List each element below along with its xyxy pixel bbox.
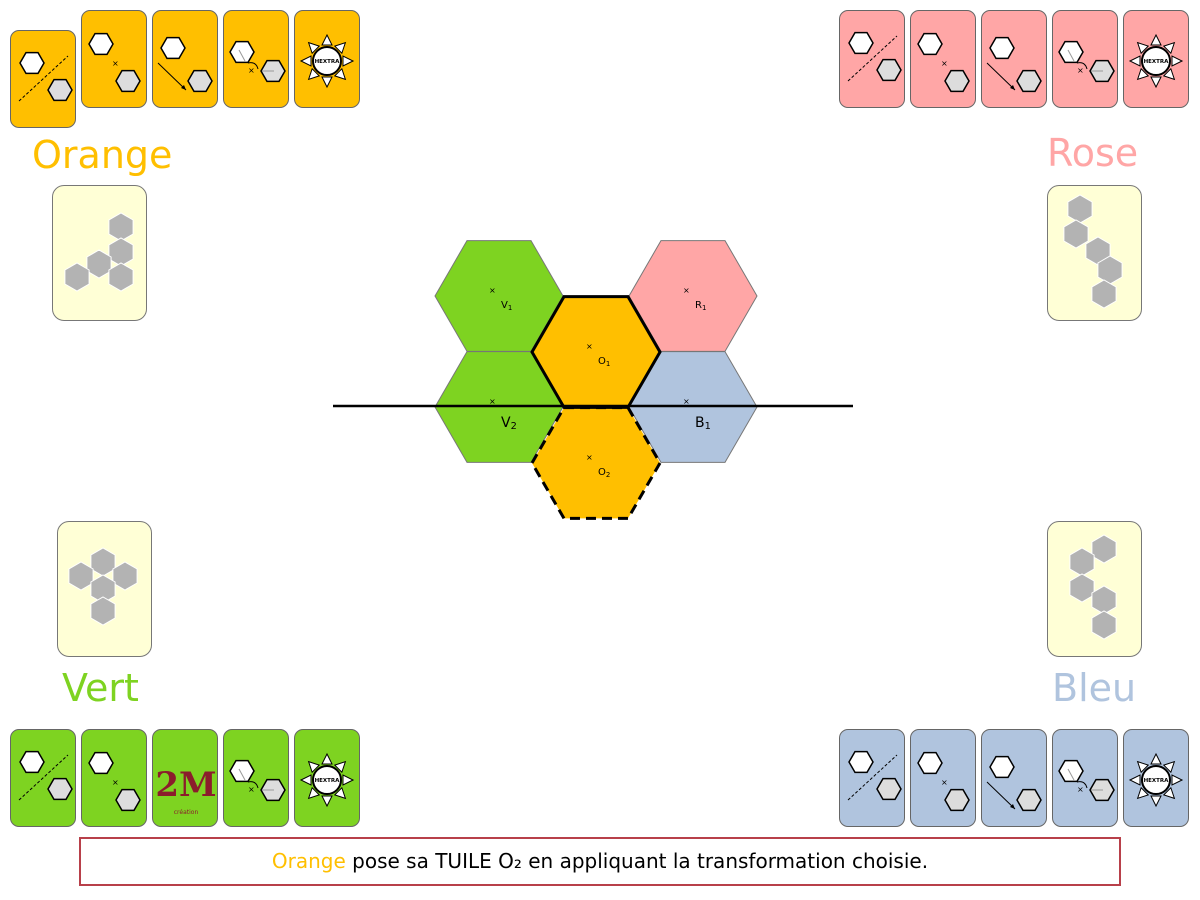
svg-text:×: × (1077, 785, 1084, 794)
translation-icon (986, 755, 1042, 812)
translation-icon (157, 36, 213, 93)
tile-o1[interactable]: ×O1 (530, 295, 662, 409)
player-name-orange: Orange (32, 133, 173, 177)
svg-text:2M: 2M (155, 765, 216, 805)
tile-o2[interactable]: ×O2 (530, 406, 662, 520)
transformation-card-symmetry-center[interactable]: × (81, 729, 147, 827)
transformation-card-symmetry-axis[interactable] (10, 729, 76, 827)
hextra-icon: HEXTRA (299, 752, 355, 808)
instruction-message: Orange pose sa TUILE O₂ en appliquant la… (79, 837, 1121, 886)
symmetry-axis-icon (18, 750, 73, 801)
transformation-card-translation[interactable] (981, 729, 1047, 827)
piece-card-bleu[interactable] (1047, 521, 1142, 657)
symmetry-center-icon: × (88, 751, 141, 812)
hextra-icon: HEXTRA (299, 33, 355, 89)
tile-center-mark: × (683, 286, 690, 295)
tile-center-mark: × (586, 342, 593, 351)
tile-label: R1 (695, 300, 706, 312)
svg-text:×: × (112, 59, 119, 68)
transformation-card-symmetry-center[interactable]: × (910, 10, 976, 108)
svg-text:×: × (941, 59, 948, 68)
piece-card-vert[interactable] (57, 521, 152, 657)
transformation-card-hextra[interactable]: HEXTRA (294, 729, 360, 827)
transformation-card-rotation[interactable]: × (223, 729, 289, 827)
symmetry-axis-icon (847, 31, 902, 82)
symmetry-center-icon: × (917, 32, 970, 93)
symmetry-axis-icon (18, 51, 73, 102)
tile-center-mark: × (586, 453, 593, 462)
svg-text:HEXTRA: HEXTRA (1144, 778, 1170, 784)
svg-text:×: × (1077, 66, 1084, 75)
tile-center-mark: × (489, 286, 496, 295)
svg-text:HEXTRA: HEXTRA (315, 778, 341, 784)
transformation-card-symmetry-axis[interactable] (839, 10, 905, 108)
svg-text:×: × (248, 785, 255, 794)
player-name-bleu: Bleu (1052, 666, 1137, 710)
player-name-rose: Rose (1047, 131, 1139, 175)
transformation-card-hextra[interactable]: HEXTRA (294, 10, 360, 108)
translation-icon (986, 36, 1042, 93)
transformation-card-translation[interactable] (152, 10, 218, 108)
svg-text:HEXTRA: HEXTRA (1144, 59, 1170, 65)
piece-card-rose[interactable] (1047, 185, 1142, 321)
hextra-icon: HEXTRA (1128, 752, 1184, 808)
transformation-card-rotation[interactable]: × (223, 10, 289, 108)
message-player: Orange (271, 849, 346, 873)
transformation-card-symmetry-axis[interactable] (10, 30, 76, 128)
transformation-card-symmetry-axis[interactable] (839, 729, 905, 827)
transformation-card-translation[interactable] (981, 10, 1047, 108)
transformation-card-hextra[interactable]: HEXTRA (1123, 10, 1189, 108)
symmetry-axis-icon (847, 750, 902, 801)
transformation-card-symmetry-center[interactable]: × (910, 729, 976, 827)
rotation-icon: × (229, 759, 286, 802)
rotation-icon: × (1058, 759, 1115, 802)
hextra-icon: HEXTRA (1128, 33, 1184, 89)
symmetry-center-icon: × (917, 751, 970, 812)
svg-text:×: × (941, 778, 948, 787)
transformation-card-rotation[interactable]: × (1052, 10, 1118, 108)
transformation-card-rotation[interactable]: × (1052, 729, 1118, 827)
svg-text:HEXTRA: HEXTRA (315, 59, 341, 65)
logo-icon: 2M création (155, 765, 216, 816)
svg-text:×: × (248, 66, 255, 75)
tile-center-mark: × (683, 397, 690, 406)
player-name-vert: Vert (62, 666, 139, 710)
transformation-card-hextra[interactable]: HEXTRA (1123, 729, 1189, 827)
transformation-card-symmetry-center[interactable]: × (81, 10, 147, 108)
rotation-icon: × (1058, 40, 1115, 83)
piece-card-orange[interactable] (52, 185, 147, 321)
message-text: pose sa TUILE O₂ en appliquant la transf… (345, 849, 929, 873)
tile-center-mark: × (489, 397, 496, 406)
svg-text:création: création (174, 809, 199, 816)
rotation-icon: × (229, 40, 286, 83)
svg-text:×: × (112, 778, 119, 787)
symmetry-center-icon: × (88, 32, 141, 93)
transformation-card-logo[interactable]: 2M création (152, 729, 218, 827)
tile-label: V1 (501, 300, 512, 312)
